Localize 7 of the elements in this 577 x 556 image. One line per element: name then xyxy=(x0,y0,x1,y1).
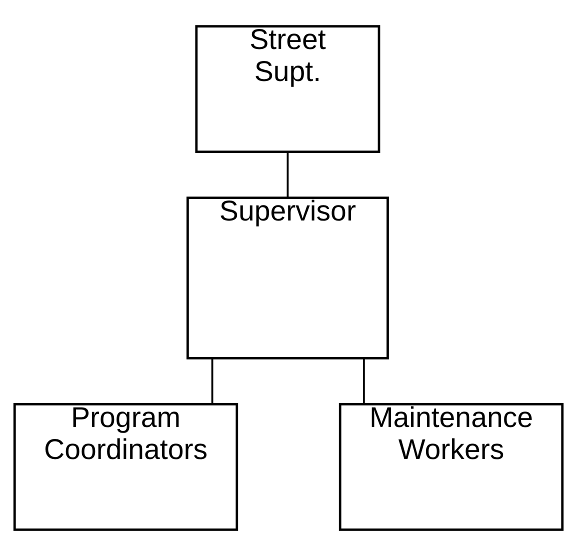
connector xyxy=(286,152,289,198)
connector xyxy=(362,358,365,404)
node-box: Program Coordinators xyxy=(13,403,238,531)
node-box: Supervisor xyxy=(186,196,389,360)
node-box: Maintenance Workers xyxy=(338,403,564,531)
connector xyxy=(211,358,214,404)
node-box: Street Supt. xyxy=(195,25,380,153)
